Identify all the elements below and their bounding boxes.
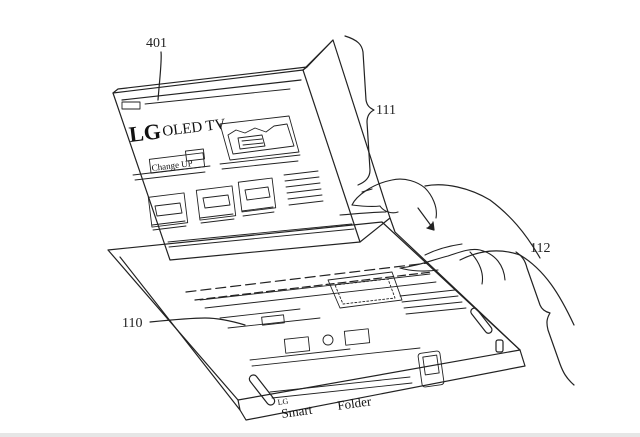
screen-brand: LG: [128, 118, 163, 147]
leader-110: [149, 317, 246, 326]
lower-icon-2: [343, 328, 371, 346]
footer-word-smart: Smart: [280, 402, 313, 421]
bracket-112: [515, 251, 575, 386]
lower-screen-content: [199, 271, 467, 399]
label-112: 112: [530, 241, 550, 256]
lower-icon-1: [283, 336, 311, 354]
upper-screen-content: [121, 88, 355, 248]
lower-image: [327, 271, 403, 309]
browser-logo-box: [121, 101, 141, 110]
side-list: [283, 170, 324, 206]
bracket-111: [344, 35, 375, 186]
hero-image: [219, 115, 300, 161]
product-card-2: [195, 185, 237, 224]
phone-image: [417, 350, 445, 388]
leader-401: [157, 51, 162, 101]
upper-hand: [339, 178, 437, 219]
upper-arm: [424, 184, 541, 259]
product-card-1: [147, 192, 189, 231]
lower-housing: [107, 217, 526, 421]
footer-brand: LG: [277, 397, 289, 407]
label-110: 110: [122, 316, 142, 331]
swipe-arrow: [417, 207, 435, 231]
screen-headline: Change UP: [151, 158, 193, 173]
bottom-strip: [0, 433, 640, 437]
label-401: 401: [146, 36, 167, 51]
lower-icon-dot: [322, 334, 334, 346]
label-111: 111: [376, 103, 396, 118]
product-card-3: [237, 177, 277, 217]
footer-word-folder: Folder: [336, 393, 372, 413]
upper-housing: [112, 39, 391, 261]
screen-product: OLED TV: [162, 116, 227, 140]
